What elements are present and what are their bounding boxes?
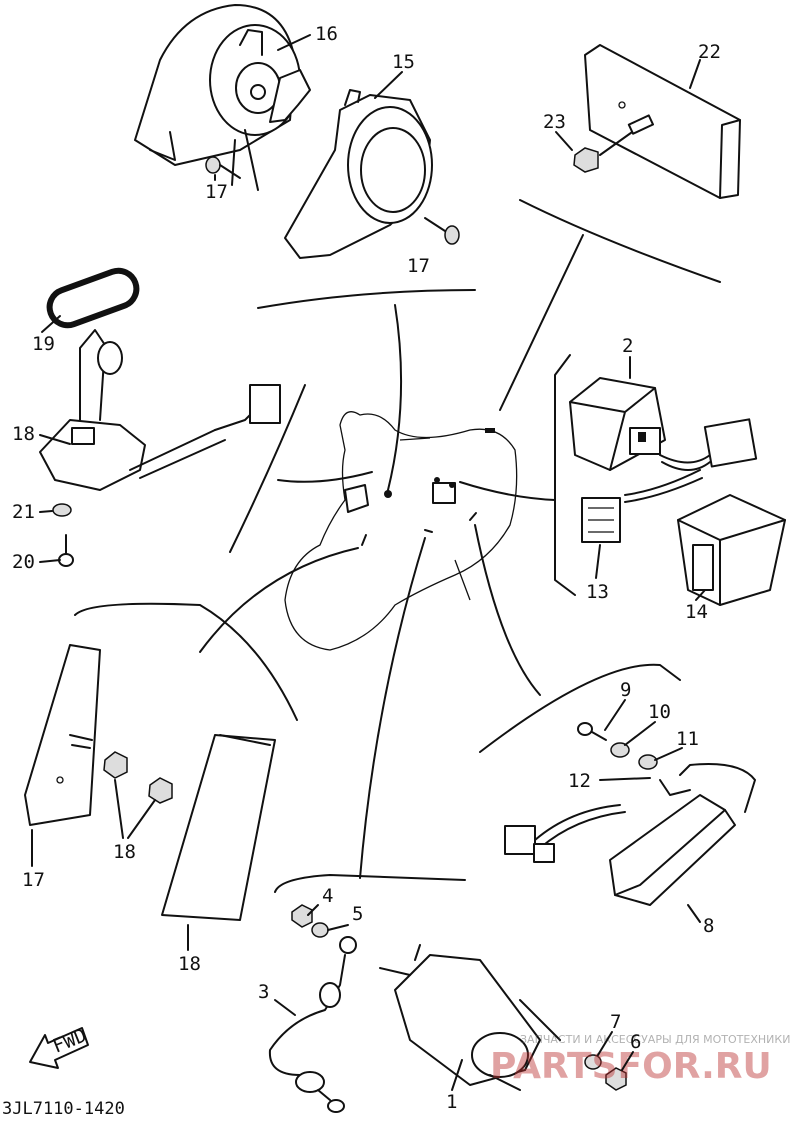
callout-16: 16	[315, 23, 338, 45]
connector-14	[677, 494, 786, 606]
washer-23	[52, 503, 72, 517]
bolt-17a	[205, 156, 241, 179]
callout-24: 22	[698, 41, 721, 63]
light-24	[584, 44, 741, 199]
callout-8: 8	[703, 915, 714, 937]
drawing-code: 3JL7110-1420	[2, 1099, 125, 1119]
callout-13: 13	[586, 581, 609, 603]
wiring-12	[504, 804, 626, 863]
nut-4	[291, 904, 313, 928]
bolt-17b	[424, 217, 460, 245]
nut-25	[573, 114, 654, 173]
callout-10: 10	[648, 701, 671, 723]
callout-19: 18	[113, 841, 136, 863]
connector-13	[581, 497, 621, 543]
callout-5: 5	[352, 903, 363, 925]
lead-3	[268, 936, 357, 1113]
bracket-horns	[257, 289, 476, 309]
callout-9: 9	[620, 679, 631, 701]
bracket-rectifier	[479, 663, 681, 753]
callout-1: 1	[446, 1091, 457, 1113]
sender-unit-20	[39, 329, 281, 491]
callout-17b: 17	[407, 255, 430, 277]
nut-11	[638, 754, 658, 770]
washer-5	[311, 922, 329, 938]
callout-22: 20	[12, 551, 35, 573]
washer-7	[584, 1054, 602, 1070]
callout-6: 6	[630, 1031, 641, 1053]
callout-23: 21	[12, 501, 35, 523]
reflector-18-right	[161, 734, 276, 921]
callout-25: 23	[543, 111, 566, 133]
motorcycle-silhouette	[284, 411, 518, 651]
callout-15: 15	[392, 51, 415, 73]
callout-11: 11	[676, 728, 699, 750]
callout-4: 4	[322, 885, 333, 907]
bolt-9	[577, 722, 607, 741]
callout-numbers: 16 15 17 17 22 23 19 18 21 20 2 13 14 9 …	[12, 23, 721, 1113]
reflector-18-left	[24, 644, 101, 826]
rectifier-8	[609, 763, 756, 906]
watermark: ЗАПЧАСТИ И АКСЕССУАРЫ ДЛЯ МОТОТЕХНИКИ PA…	[490, 1033, 790, 1087]
callout-20: 18	[12, 423, 35, 445]
fwd-arrow: FWD	[29, 1024, 90, 1069]
gasket-21	[46, 267, 140, 329]
horn-15	[284, 89, 433, 259]
callout-12: 12	[568, 770, 591, 792]
watermark-logo: PARTSFOR.RU	[490, 1046, 772, 1087]
callout-21: 19	[32, 333, 55, 355]
screw-22	[58, 534, 74, 567]
relay-2	[569, 377, 666, 471]
callout-3: 3	[258, 981, 269, 1003]
fwd-label: FWD	[50, 1024, 90, 1057]
watermark-tagline: ЗАПЧАСТИ И АКСЕССУАРЫ ДЛЯ МОТОТЕХНИКИ	[520, 1033, 790, 1046]
leader-lines	[199, 234, 584, 879]
callout-7: 7	[610, 1011, 621, 1033]
washer-10	[610, 742, 630, 758]
bracket-24	[519, 199, 721, 283]
callout-14: 14	[685, 601, 708, 623]
bracket-reflectors	[74, 602, 298, 721]
nut-6	[605, 1067, 627, 1091]
callout-leaders	[31, 34, 706, 1091]
bracket-starter	[274, 874, 466, 893]
callout-18a: 17	[22, 869, 45, 891]
wire-harness	[624, 418, 758, 503]
callout-17a: 17	[205, 181, 228, 203]
starter-relay-1	[379, 944, 561, 1091]
callout-18b: 18	[178, 953, 201, 975]
bracket-relays	[554, 354, 576, 596]
horn-16	[134, 4, 311, 191]
callout-2: 2	[622, 335, 633, 357]
nuts-19	[103, 751, 173, 804]
bracket-20	[229, 384, 306, 553]
